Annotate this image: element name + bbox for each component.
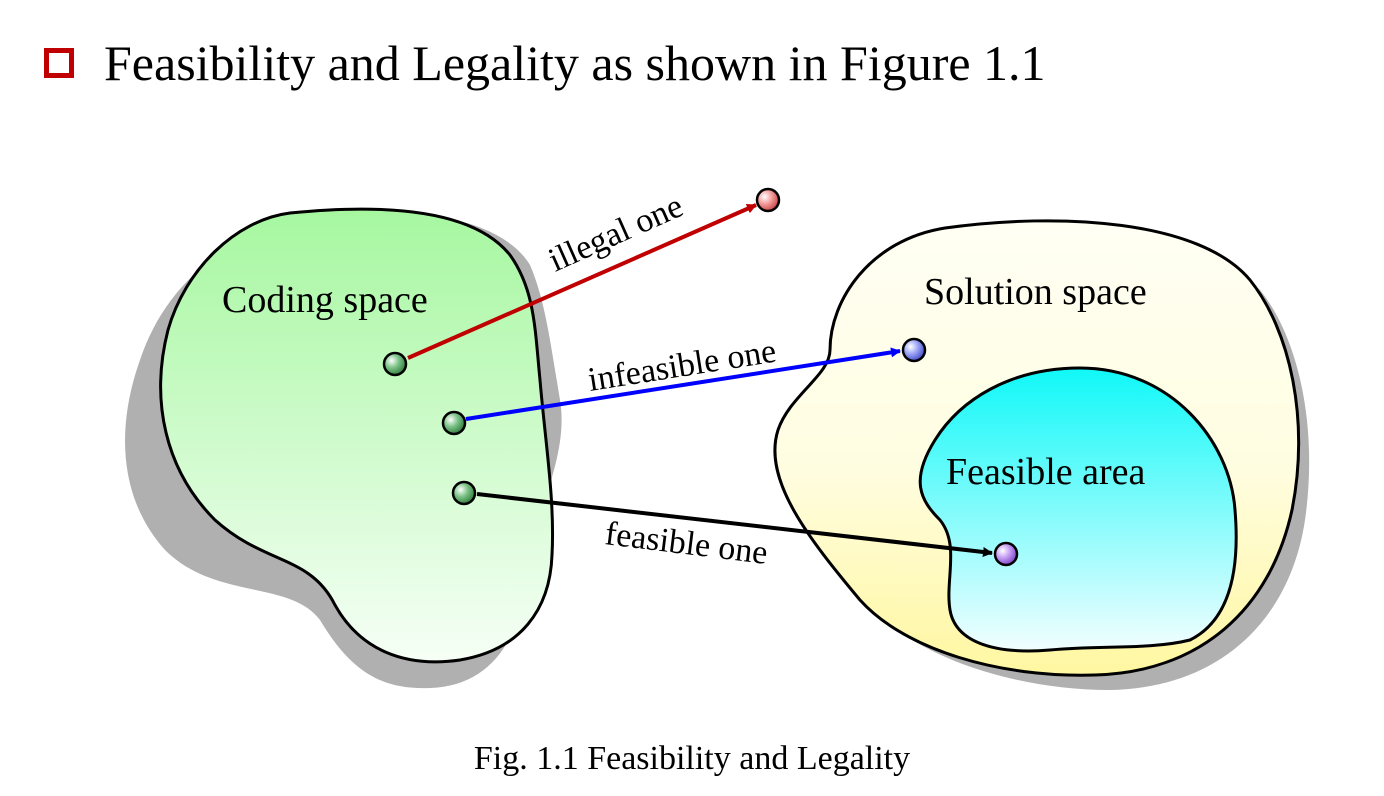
figure-caption: Fig. 1.1 Feasibility and Legality: [473, 740, 911, 777]
feasible-arrow: [476, 492, 993, 557]
feasible-point: [993, 541, 1019, 567]
coding-point-1: [382, 351, 408, 377]
coding-point-2: [441, 410, 467, 436]
solution-space-label: Solution space: [924, 271, 1147, 313]
feasible-area-label: Feasible area: [946, 451, 1146, 493]
coding-space-label: Coding space: [222, 279, 428, 321]
coding-point-3: [451, 480, 477, 506]
heading-text: Feasibility and Legality as shown in Fig…: [104, 35, 1046, 91]
infeasible-point: [901, 337, 927, 363]
infeasible-one-label: infeasible one: [585, 333, 778, 399]
illegal-point: [755, 187, 781, 213]
slide-heading: Feasibility and Legality as shown in Fig…: [44, 30, 1046, 96]
feasible-area-region: [918, 366, 1238, 653]
illegal-arrow: [407, 203, 757, 360]
infeasible-arrow: [465, 347, 901, 421]
square-bullet-icon: [44, 48, 74, 78]
coding-space-region: [159, 207, 555, 664]
